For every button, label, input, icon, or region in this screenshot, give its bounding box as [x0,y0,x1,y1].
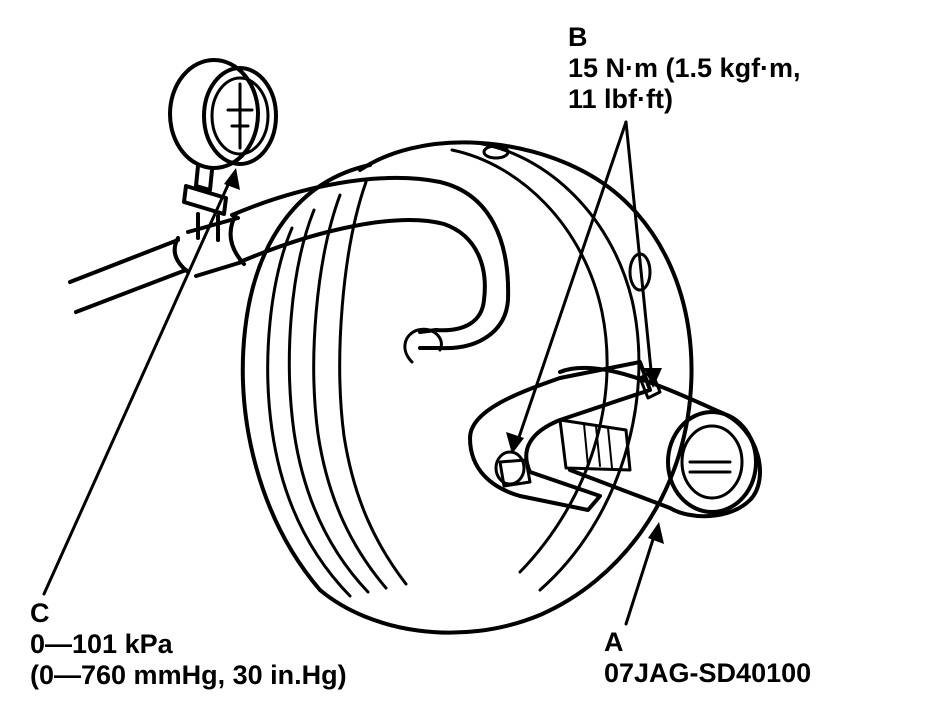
callout-b-torque: 15 N·m (1.5 kgf·m, [568,53,801,83]
callout-a: A 07JAG-SD40100 [604,627,811,689]
callout-a-letter: A [604,627,624,657]
callout-c-letter: C [30,598,50,628]
vacuum-hose [68,176,511,351]
callout-b: B 15 N·m (1.5 kgf·m, 11 lbf·ft) [568,22,801,115]
callout-b-letter: B [568,22,588,52]
leader-lines [42,120,658,626]
booster-body [240,140,694,635]
callout-b-torque-imperial: 11 lbf·ft) [568,84,673,114]
callout-a-tool-number: 07JAG-SD40100 [604,658,812,688]
callout-c: C 0—101 kPa (0—760 mmHg, 30 in.Hg) [30,598,347,691]
arrow-heads [224,168,664,544]
callout-c-pressure-alt: (0—760 mmHg, 30 in.Hg) [30,660,347,690]
pushrod-adapter-tool [468,360,762,519]
vacuum-gauge-icon [168,58,278,242]
callout-c-pressure: 0—101 kPa [30,629,173,659]
